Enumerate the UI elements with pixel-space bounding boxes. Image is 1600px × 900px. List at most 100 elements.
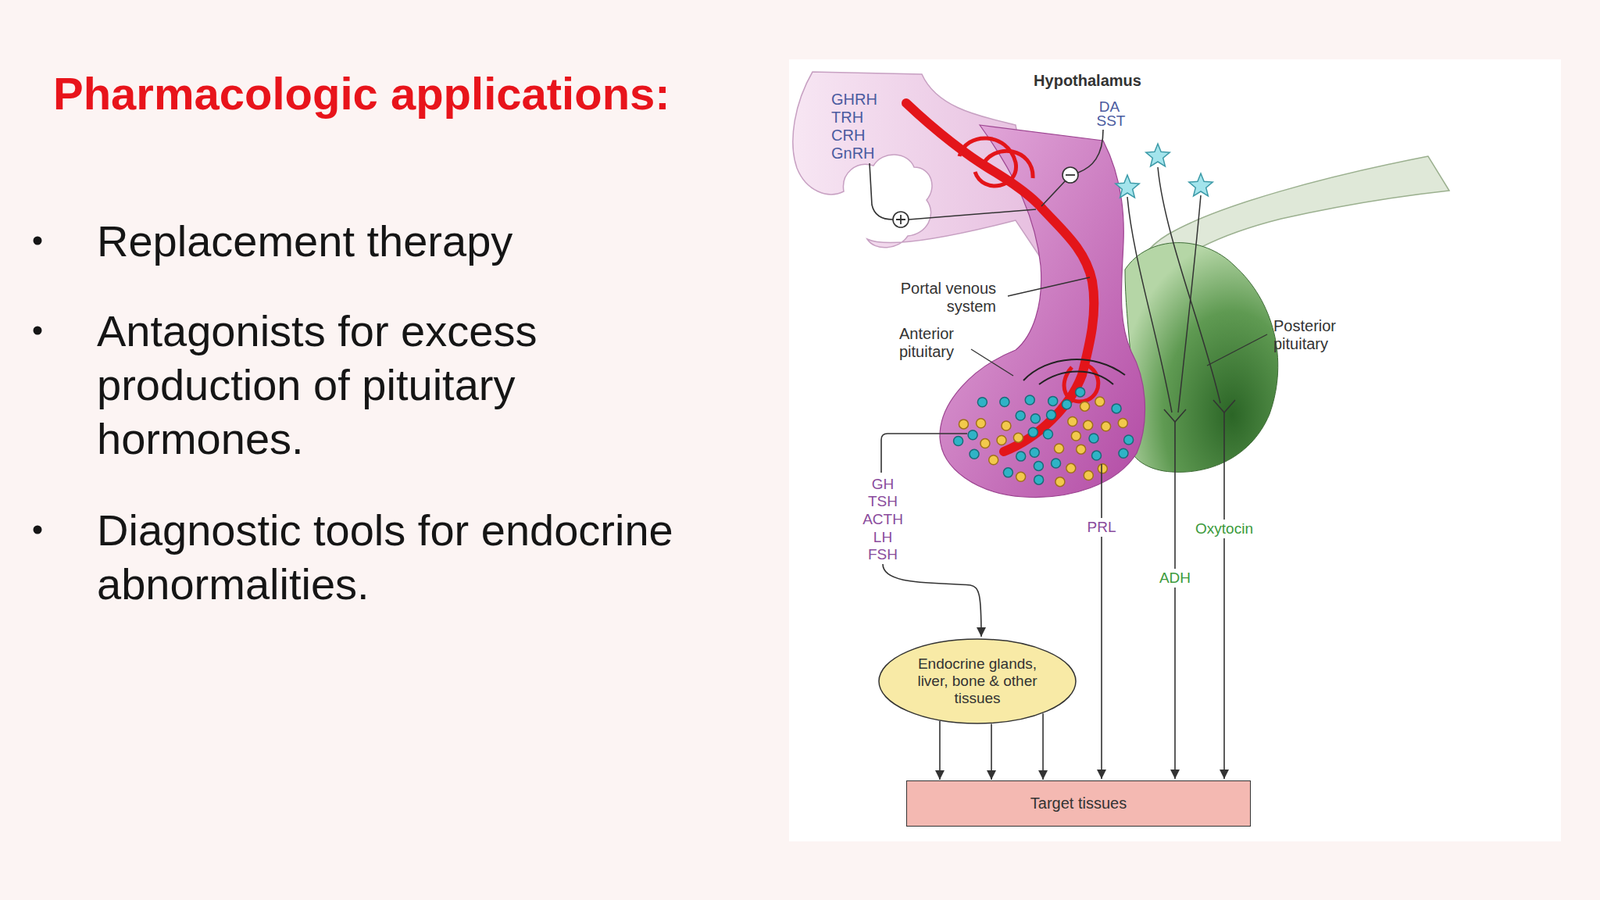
hormone-label: DA — [1099, 99, 1120, 115]
hormone-arrow — [882, 564, 982, 637]
cell-dot — [1083, 420, 1093, 430]
cell-dot — [1061, 400, 1072, 410]
neurons — [1115, 143, 1213, 198]
hormone-arrow — [1100, 464, 1103, 779]
region-label: Posterior pituitary — [1273, 317, 1372, 354]
cell-dot — [1051, 458, 1061, 468]
cell-dot — [969, 449, 979, 459]
plus-symbol — [892, 211, 909, 228]
minus-symbol — [1065, 174, 1075, 176]
cell-dot — [1033, 460, 1043, 471]
bullet-text: Replacement therapy — [96, 214, 715, 268]
bullet-text: Diagnostic tools for endocrine abnormali… — [96, 503, 715, 611]
hormone-label: LH — [873, 529, 893, 546]
neuron-body — [1189, 173, 1213, 197]
hormone-label: CRH — [831, 127, 865, 144]
cell-dot — [1003, 467, 1013, 478]
cell-dot — [1095, 396, 1105, 407]
hormone-label: FSH — [867, 546, 898, 563]
tissue-ellipse: Endocrine glands, liver, bone & other ti… — [878, 638, 1077, 725]
ellipse-shape — [878, 639, 1076, 724]
cell-dot — [1117, 418, 1128, 429]
axon — [1178, 195, 1201, 413]
axon — [1127, 196, 1172, 413]
hormone-label: TRH — [831, 109, 864, 126]
leader-line — [1207, 334, 1268, 366]
capillary-arc — [1039, 371, 1114, 386]
axon — [1157, 167, 1221, 404]
bullet-dot — [33, 525, 43, 535]
region-label: Hypothalamus — [1033, 72, 1142, 90]
cell-dot — [1118, 448, 1129, 458]
cell-dot — [976, 418, 986, 429]
region-label: Anterior pituitary — [881, 325, 972, 361]
cell-dot — [1089, 433, 1099, 443]
cell-dot — [977, 397, 987, 408]
cell-dot — [996, 435, 1007, 445]
cell-dot — [1111, 403, 1122, 414]
minus-symbol — [1062, 167, 1079, 183]
cell-dot — [1030, 414, 1040, 424]
cell-dot — [1013, 432, 1023, 443]
bullet-text: Antagonists for excess production of pit… — [96, 303, 715, 466]
hypothalamus-shape — [792, 71, 1041, 258]
inhibition-line — [1078, 129, 1104, 173]
capillary-loop — [981, 150, 1033, 179]
hormone-label: GnRH — [831, 145, 875, 162]
cell-dot — [967, 430, 978, 440]
cell-dot — [1001, 421, 1011, 431]
capillary-arc — [1023, 359, 1125, 381]
node-text: Target tissues — [1030, 794, 1127, 813]
neuron-body — [1146, 143, 1170, 167]
cell-dot — [1076, 444, 1086, 454]
stimulus-line — [908, 209, 1036, 220]
hormone-label: PRL — [1085, 517, 1119, 537]
cell-dot — [1055, 477, 1065, 487]
slide-title: Pharmacologic applications: — [53, 66, 671, 122]
capillary-loop — [959, 138, 1017, 186]
region-label: Portal venous system — [875, 279, 997, 316]
hormone-label: GH — [871, 476, 895, 493]
hormone-arrow — [1174, 421, 1176, 779]
leader-line — [1007, 277, 1090, 297]
hormone-label: SST — [1096, 113, 1126, 129]
cell-dot — [1124, 435, 1134, 445]
axon-terminal — [1213, 400, 1236, 413]
posterior-lobe — [1125, 242, 1279, 473]
cell-dot — [1015, 410, 1025, 421]
cell-dot — [1067, 416, 1078, 426]
target-box: Target tissues — [906, 780, 1251, 827]
cell-dot — [1034, 475, 1044, 485]
cell-dot — [1048, 396, 1058, 406]
cell-dot — [1092, 450, 1102, 461]
cell-dot — [1075, 387, 1086, 397]
capillary-loop — [1064, 364, 1099, 402]
inhibition-line — [1041, 180, 1066, 207]
connector-arrow — [1042, 713, 1044, 780]
bullet-dot — [33, 326, 43, 336]
connector-arrow — [990, 723, 993, 780]
connector-arrow — [939, 721, 941, 780]
figure-panel — [789, 59, 1561, 842]
cell-dot — [1042, 429, 1053, 440]
hormone-arrow — [1223, 412, 1225, 779]
cell-dot — [989, 455, 999, 465]
hormone-label: TSH — [867, 493, 898, 510]
neuron-body — [1115, 175, 1140, 198]
portal-vessel — [906, 103, 1094, 452]
hormone-label: ACTH — [862, 511, 904, 528]
cell-dot — [1000, 396, 1010, 407]
axon-terminal — [1164, 409, 1186, 422]
leader-line — [971, 349, 1014, 376]
node-text: Endocrine glands, liver, bone & other ti… — [909, 655, 1046, 708]
cell-dot — [1016, 451, 1026, 461]
cell-dot — [1054, 443, 1065, 454]
cell-dot — [1080, 401, 1090, 411]
cell-dot — [1016, 471, 1026, 482]
cell-dot — [1101, 421, 1111, 432]
cell-dot — [1029, 447, 1040, 458]
bullet-dot — [33, 236, 43, 246]
hormone-label: Oxytocin — [1192, 519, 1256, 539]
cell-dot — [1066, 463, 1076, 473]
